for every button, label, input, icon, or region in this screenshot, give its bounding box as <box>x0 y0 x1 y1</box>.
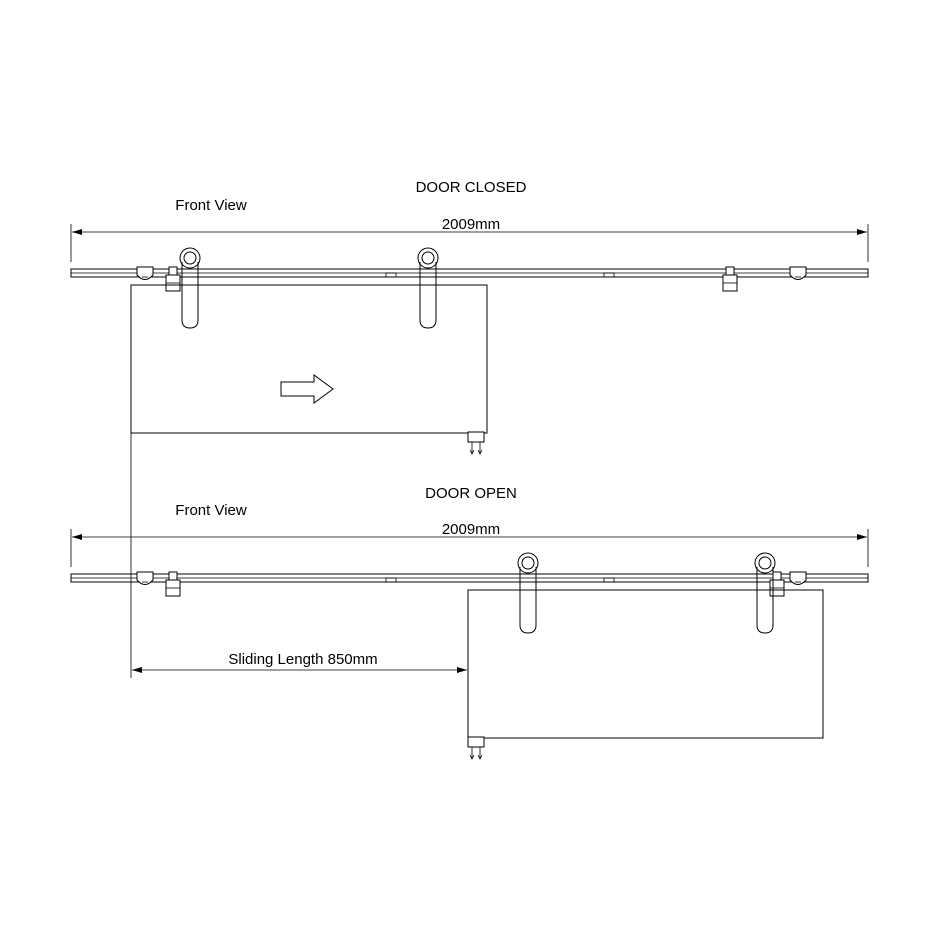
sliding-length-dimension <box>130 433 467 678</box>
floor-guide-open <box>467 736 485 760</box>
rail-open <box>70 573 869 583</box>
door-open-title: DOOR OPEN <box>425 485 517 502</box>
front-view-label-closed: Front View <box>175 197 247 214</box>
dimension-line-open <box>70 529 869 567</box>
floor-guide-closed <box>467 431 485 455</box>
roller-hanger-left-closed <box>179 247 201 329</box>
end-stop-right-closed <box>789 266 807 280</box>
roller-hanger-left-open <box>517 552 539 634</box>
end-stop-right-open <box>789 571 807 585</box>
door-panel-closed <box>130 284 488 434</box>
roller-hanger-right-closed <box>417 247 439 329</box>
front-view-label-open: Front View <box>175 502 247 519</box>
door-closed-view: DOOR CLOSED Front View 2009mm <box>70 179 869 455</box>
door-closed-title: DOOR CLOSED <box>416 179 527 196</box>
door-open-view: DOOR OPEN Front View 2009mm <box>70 433 869 760</box>
dimension-label-open: 2009mm <box>442 521 500 538</box>
door-panel-open <box>467 589 824 739</box>
end-stop-left-open <box>136 571 154 585</box>
dimension-line-closed <box>70 224 869 262</box>
dimension-label-closed: 2009mm <box>442 216 500 233</box>
end-stop-left-closed <box>136 266 154 280</box>
rail-closed <box>70 268 869 278</box>
slide-direction-arrow-icon <box>280 374 334 404</box>
sliding-length-label: Sliding Length 850mm <box>228 651 377 668</box>
